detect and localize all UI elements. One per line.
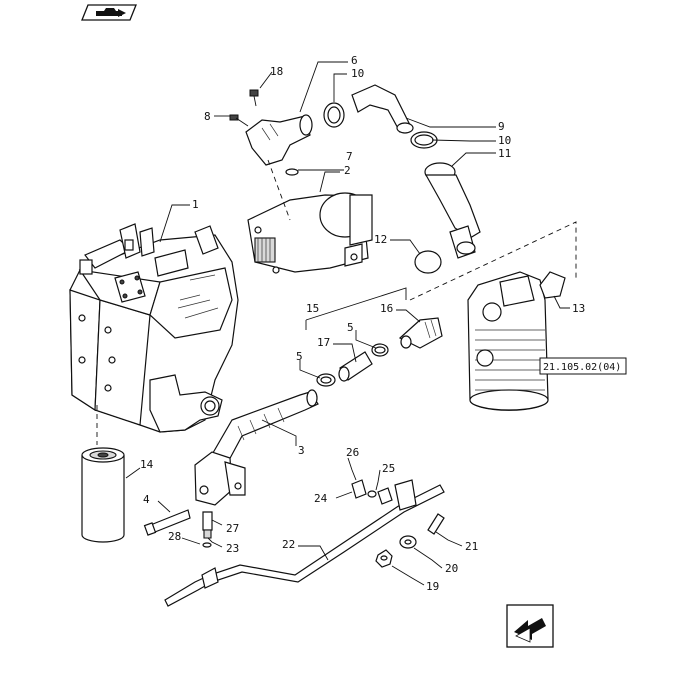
callout-2: 2 — [344, 164, 351, 177]
callout-27: 27 — [226, 522, 239, 535]
callout-7: 7 — [346, 150, 353, 163]
washer — [399, 535, 417, 549]
stud — [427, 513, 445, 535]
callout-20: 20 — [445, 562, 458, 575]
short-hose — [338, 351, 373, 382]
callout-19: 19 — [426, 580, 439, 593]
adapter-fitting — [398, 317, 443, 349]
callout-13: 13 — [572, 302, 585, 315]
callout-22: 22 — [282, 538, 295, 551]
suction-pipe — [424, 162, 481, 259]
hydraulic-strainer-tank — [467, 271, 549, 411]
callout-5a: 5 — [296, 350, 303, 363]
callout-10a: 10 — [351, 67, 364, 80]
callout-10b: 10 — [498, 134, 511, 147]
gear-pump — [247, 192, 373, 274]
vehicle-section-icon[interactable] — [81, 4, 137, 21]
callout-28: 28 — [168, 530, 181, 543]
drain-pipe — [164, 479, 445, 607]
cross-reference-link[interactable]: 21.105.02(04) — [539, 357, 627, 375]
bolt — [143, 509, 191, 536]
callout-11: 11 — [498, 147, 511, 160]
callout-24: 24 — [314, 492, 328, 505]
hose-clamp — [316, 373, 336, 387]
callout-18: 18 — [270, 65, 283, 78]
hose-clamp — [371, 343, 389, 357]
o-ring — [285, 168, 299, 176]
callout-17: 17 — [317, 336, 330, 349]
suction-fitting — [245, 114, 313, 166]
callout-6: 6 — [351, 54, 358, 67]
callout-3: 3 — [298, 444, 305, 457]
callout-12: 12 — [374, 233, 387, 246]
callout-23: 23 — [226, 542, 239, 555]
bolt — [229, 114, 249, 127]
leader-lines — [125, 61, 570, 586]
callout-1: 1 — [192, 198, 199, 211]
callout-5b: 5 — [347, 321, 354, 334]
callout-9: 9 — [498, 120, 505, 133]
nut — [375, 549, 393, 568]
suction-hose — [351, 84, 414, 134]
hydraulic-pump-body — [69, 223, 239, 433]
o-ring — [414, 250, 442, 274]
callout-26: 26 — [346, 446, 359, 459]
callout-14: 14 — [140, 458, 154, 471]
callout-15: 15 — [306, 302, 319, 315]
cross-reference-label: 21.105.02(04) — [543, 362, 621, 373]
fitting — [351, 479, 393, 505]
callout-4: 4 — [143, 493, 150, 506]
next-page-arrow-icon[interactable] — [506, 604, 554, 648]
retaining-clip — [539, 271, 566, 299]
callout-21: 21 — [465, 540, 478, 553]
hose-clamp — [323, 102, 345, 128]
bolt — [249, 89, 259, 107]
filter-cartridge — [81, 447, 125, 543]
callout-8: 8 — [204, 110, 211, 123]
hose-clamp — [410, 131, 438, 149]
fitting — [202, 511, 213, 548]
return-hose — [194, 389, 319, 506]
callout-16: 16 — [380, 302, 393, 315]
callout-25: 25 — [382, 462, 395, 475]
